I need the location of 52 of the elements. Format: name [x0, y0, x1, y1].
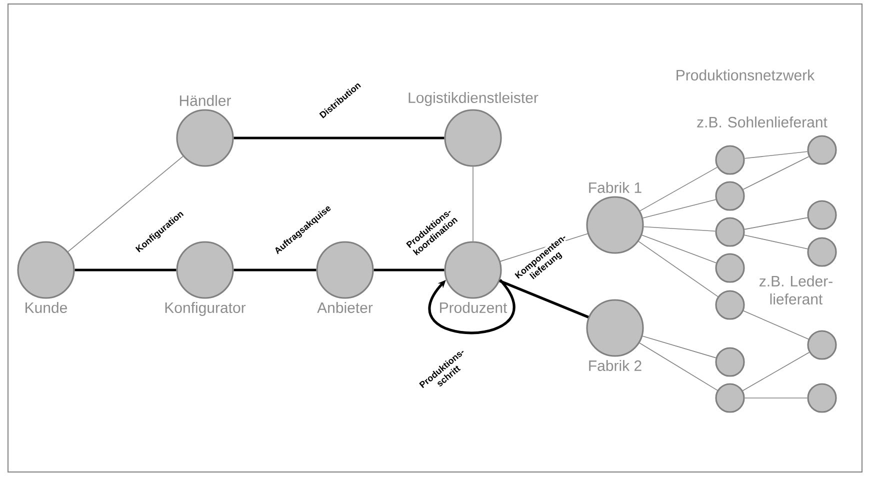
- connector-line: [234, 268, 316, 272]
- supplier-node: [807, 383, 837, 413]
- network-node: Fabrik 1: [586, 182, 644, 254]
- connector-line: [744, 151, 808, 159]
- connector-line: [638, 241, 718, 297]
- node-label: Händler: [180, 94, 231, 106]
- network-node: Produzent: [440, 241, 508, 314]
- connector-line: [74, 268, 176, 272]
- arrow: [428, 279, 516, 334]
- network-node: Kunde: [17, 241, 75, 314]
- group-label: Produktionsnetzwerk: [676, 70, 815, 80]
- group-label: z.B. Leder- lieferant: [760, 276, 832, 304]
- supplier-node: [807, 200, 837, 230]
- connector-line: [742, 156, 810, 190]
- supplier-node: [715, 253, 745, 283]
- supplier-node: [715, 145, 745, 175]
- connector-line: [639, 342, 718, 391]
- network-node: Anbieter: [316, 241, 374, 314]
- connector-line: [68, 156, 184, 252]
- connector-line: [472, 166, 474, 242]
- node-label: Fabrik 1: [589, 182, 642, 193]
- network-node: Fabrik 2: [586, 299, 644, 372]
- supplier-node: [807, 237, 837, 267]
- supplier-node: [715, 290, 745, 320]
- node-label: Kunde: [26, 302, 68, 314]
- connector-line: [499, 280, 589, 318]
- connector-line: [744, 217, 808, 230]
- connector-line: [640, 166, 718, 212]
- network-node: Konfigurator: [165, 241, 246, 316]
- supplier-node: [715, 383, 745, 413]
- connector-line: [642, 336, 716, 358]
- node-label: Anbieter: [317, 302, 373, 314]
- node-label: Fabrik 2: [589, 360, 642, 372]
- supplier-node: [715, 217, 745, 247]
- node-label: Konfigurator: [165, 302, 246, 316]
- connector-line: [744, 234, 808, 250]
- connector-line: [743, 310, 809, 340]
- connector-line: [642, 234, 717, 264]
- connector-line: [374, 268, 444, 272]
- node-label: Logistikdienstleister: [408, 92, 538, 106]
- supplier-node: [715, 347, 745, 377]
- group-label: z.B. Sohlenlieferant: [697, 116, 828, 128]
- network-node: Logistikdienstleister: [408, 92, 538, 167]
- node-label: Produzent: [440, 302, 508, 314]
- connector-line: [742, 352, 810, 392]
- supplier-node: [807, 135, 837, 165]
- connector-line: [642, 199, 716, 218]
- connector-line: [234, 136, 444, 140]
- supplier-node: [715, 181, 745, 211]
- supplier-node: [807, 330, 837, 360]
- network-node: Händler: [176, 95, 234, 167]
- connector-line: [643, 226, 716, 232]
